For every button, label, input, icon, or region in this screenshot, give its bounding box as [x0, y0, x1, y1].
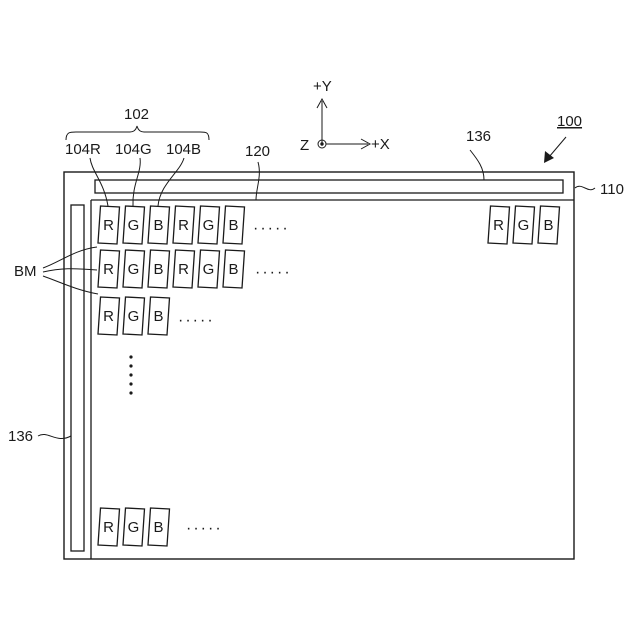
label-gate-driver-left: 136 [8, 428, 33, 445]
leader-substrate [575, 186, 595, 189]
subpixel-array: RGBRGBRGBRGBRGBRGBRGB [98, 206, 560, 546]
row-2-subpixel-g-letter: G [203, 261, 215, 278]
device-arrow-line [549, 137, 566, 157]
row-3-subpixel-b-letter: B [153, 308, 163, 325]
pixel-group-bracket [66, 126, 209, 140]
leader-display-region [256, 162, 259, 200]
axis-label-y: +Y [313, 78, 332, 95]
last-row-continuation-dots: ····· [186, 520, 223, 537]
label-pixel-group: 102 [124, 106, 149, 123]
label-device: 100 [557, 113, 582, 130]
label-subpixel-r: 104R [65, 141, 101, 158]
gate-driver-left [71, 205, 84, 551]
row1-continuation-dots: ····· [253, 220, 290, 237]
leader-gate-driver-top [470, 150, 484, 180]
axis-indicator [317, 99, 370, 149]
label-gate-driver-top: 136 [466, 128, 491, 145]
row-last-subpixel-r-letter: R [103, 519, 114, 536]
row-2-subpixel-g-letter: G [128, 261, 140, 278]
row-1-subpixel-g-letter: G [128, 217, 140, 234]
leader-subpixel-b [158, 158, 184, 206]
row-1-subpixel-g-letter: G [203, 217, 215, 234]
label-substrate: 110 [600, 181, 624, 198]
row-1-right-subpixel-g-letter: G [518, 217, 530, 234]
row3-continuation-dots: ····· [178, 312, 215, 329]
leader-bm-1 [43, 247, 97, 268]
z-axis-dot [321, 143, 323, 145]
row-1-right-subpixel-b-letter: B [543, 217, 553, 234]
label-display-region: 120 [245, 143, 270, 160]
row-3-subpixel-g-letter: G [128, 308, 140, 325]
row-2-subpixel-r-letter: R [103, 261, 114, 278]
leader-gate-driver-left [38, 434, 71, 438]
row-2-subpixel-r-letter: R [178, 261, 189, 278]
row-1-subpixel-r-letter: R [103, 217, 114, 234]
leader-subpixel-r [90, 158, 108, 206]
row-1-subpixel-r-letter: R [178, 217, 189, 234]
label-subpixel-b: 104B [166, 141, 201, 158]
row-1-subpixel-b-letter: B [153, 217, 163, 234]
column-continuation-dots [129, 355, 132, 394]
row2-continuation-dots: ····· [255, 264, 292, 281]
row-last-subpixel-b-letter: B [153, 519, 163, 536]
row-2-subpixel-b-letter: B [228, 261, 238, 278]
row-last-subpixel-g-letter: G [128, 519, 140, 536]
label-subpixel-g: 104G [115, 141, 152, 158]
label-black-matrix: BM [14, 263, 37, 280]
axis-label-x: +X [371, 136, 390, 153]
row-2-subpixel-b-letter: B [153, 261, 163, 278]
axis-label-z: Z [300, 137, 309, 154]
leader-bm-2 [43, 269, 97, 272]
row-1-subpixel-b-letter: B [228, 217, 238, 234]
row-1-right-subpixel-r-letter: R [493, 217, 504, 234]
row-3-subpixel-r-letter: R [103, 308, 114, 325]
leader-subpixel-g [133, 158, 140, 206]
